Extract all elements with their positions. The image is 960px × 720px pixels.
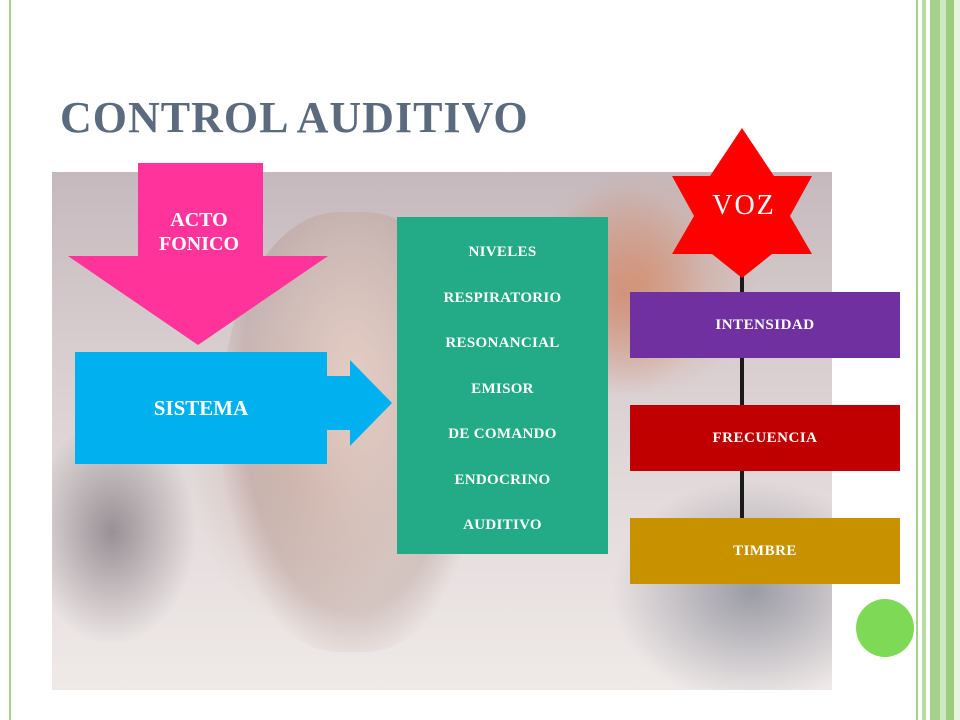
sistema-label: SISTEMA: [153, 395, 249, 420]
nivel-item-respiratorio: RESPIRATORIO: [443, 289, 562, 306]
acto-fonico-arrow: [68, 163, 328, 345]
nivel-item-emisor: EMISOR: [471, 380, 534, 397]
quality-intensidad-box: INTENSIDAD: [630, 292, 900, 358]
acto-fonico-line-1: ACTO: [170, 209, 228, 231]
slide-title: CONTROL AUDITIVO: [60, 93, 529, 142]
slide-frame: [9, 0, 918, 720]
niveles-box: NIVELES RESPIRATORIO RESONANCIAL EMISOR …: [397, 217, 608, 554]
decorative-side-stripes: [918, 0, 960, 720]
acto-fonico-line-2: FONICO: [159, 233, 239, 255]
quality-timbre-label: TIMBRE: [733, 542, 797, 559]
nivel-item-endocrino: ENDOCRINO: [454, 471, 551, 488]
quality-intensidad-label: INTENSIDAD: [715, 316, 815, 333]
niveles-header: NIVELES: [468, 244, 537, 260]
sistema-box: SISTEMA: [75, 352, 327, 464]
decorative-green-circle: [856, 599, 914, 657]
quality-frecuencia-label: FRECUENCIA: [712, 429, 818, 446]
voz-connector-line: [740, 270, 744, 520]
nivel-item-auditivo: AUDITIVO: [463, 517, 542, 533]
nivel-item-resonancial: RESONANCIAL: [445, 335, 560, 351]
voz-label: VOZ: [712, 190, 776, 221]
sistema-arrow-right: [326, 360, 392, 446]
quality-timbre-box: TIMBRE: [630, 518, 900, 584]
voz-star-shape: [672, 128, 812, 278]
acto-fonico-label: ACTO FONICO: [138, 208, 260, 256]
quality-frecuencia-box: FRECUENCIA: [630, 405, 900, 471]
nivel-item-de-comando: DE COMANDO: [448, 426, 557, 442]
